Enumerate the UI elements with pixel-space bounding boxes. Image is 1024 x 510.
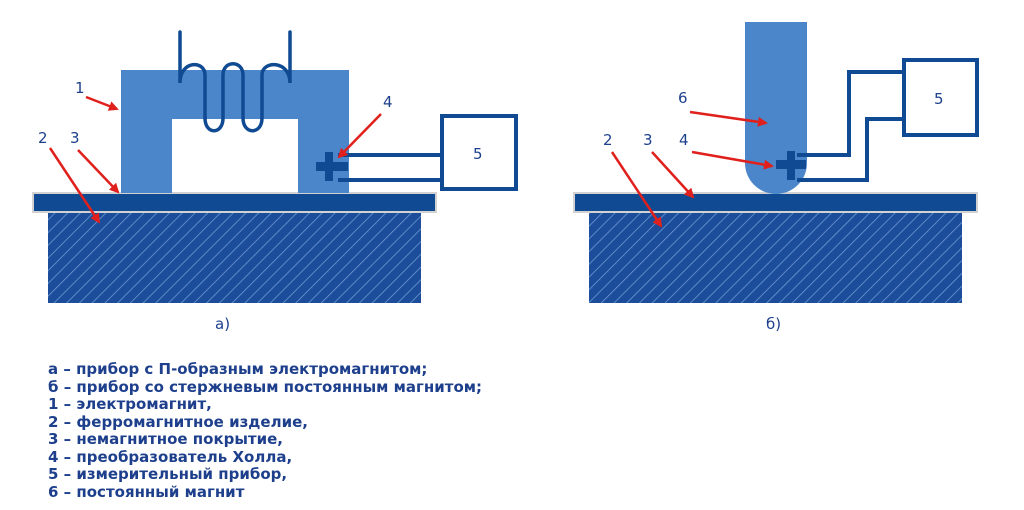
label-5-b: 5 [934,90,944,108]
legend-item-3: 3 – немагнитное покрытие, [48,430,283,448]
measuring-device-a [440,114,518,191]
cable-a [338,153,442,182]
label-6-b: 6 [678,89,688,107]
legend-item-4: 4 – преобразователь Холла, [48,447,293,466]
label-1-a: 1 [75,79,85,97]
cable-b [797,70,904,182]
coil-wire [178,30,292,133]
arrow-6 [689,110,768,127]
legend-item-1: 1 – электромагнит, [48,395,212,413]
measuring-device-b [902,58,979,137]
label-3-b: 3 [643,131,653,149]
legend-item-5: 5 – измерительный прибор, [48,465,288,483]
hall-sensor-b-stem [787,151,795,180]
label-3-a: 3 [70,129,80,147]
legend-list: а – прибор с П-образным электромагнитом;… [48,360,483,501]
hall-sensor-a-stem [325,152,333,181]
arrow-2-b [610,151,663,228]
label-5-a: 5 [473,145,483,163]
arrow-1 [85,95,119,111]
legend-item-2: 2 – ферромагнитное изделие, [48,412,308,431]
ferromagnetic-product-a [48,211,421,303]
label-4-a: 4 [383,93,393,111]
legend-item-b: б – прибор со стержневым постоянным магн… [48,377,483,396]
arrow-2-a [48,147,101,224]
diagram-a: 1 2 3 4 5 а) [32,30,518,333]
label-4-b: 4 [679,131,689,149]
ferromagnetic-product-b [589,211,962,303]
nonmagnetic-coating-a [32,192,437,213]
label-2-a: 2 [38,129,48,147]
arrow-4-a [337,113,382,159]
u-electromagnet [121,70,349,193]
arrow-3-b [651,151,695,199]
legend-item-6: 6 – постоянный магнит [48,482,245,501]
nonmagnetic-coating-b [573,192,978,213]
arrow-3-a [77,149,120,194]
caption-a: а) [215,315,230,333]
arrow-4-b [691,150,774,170]
caption-b: б) [766,315,781,333]
hall-thickness-gauge-diagram: 1 2 3 4 5 а) 6 2 3 4 5 б) [32,22,979,333]
diagram-b: 6 2 3 4 5 б) [573,22,979,333]
label-2-b: 2 [603,131,613,149]
legend-item-a: а – прибор с П-образным электромагнитом; [48,360,428,378]
